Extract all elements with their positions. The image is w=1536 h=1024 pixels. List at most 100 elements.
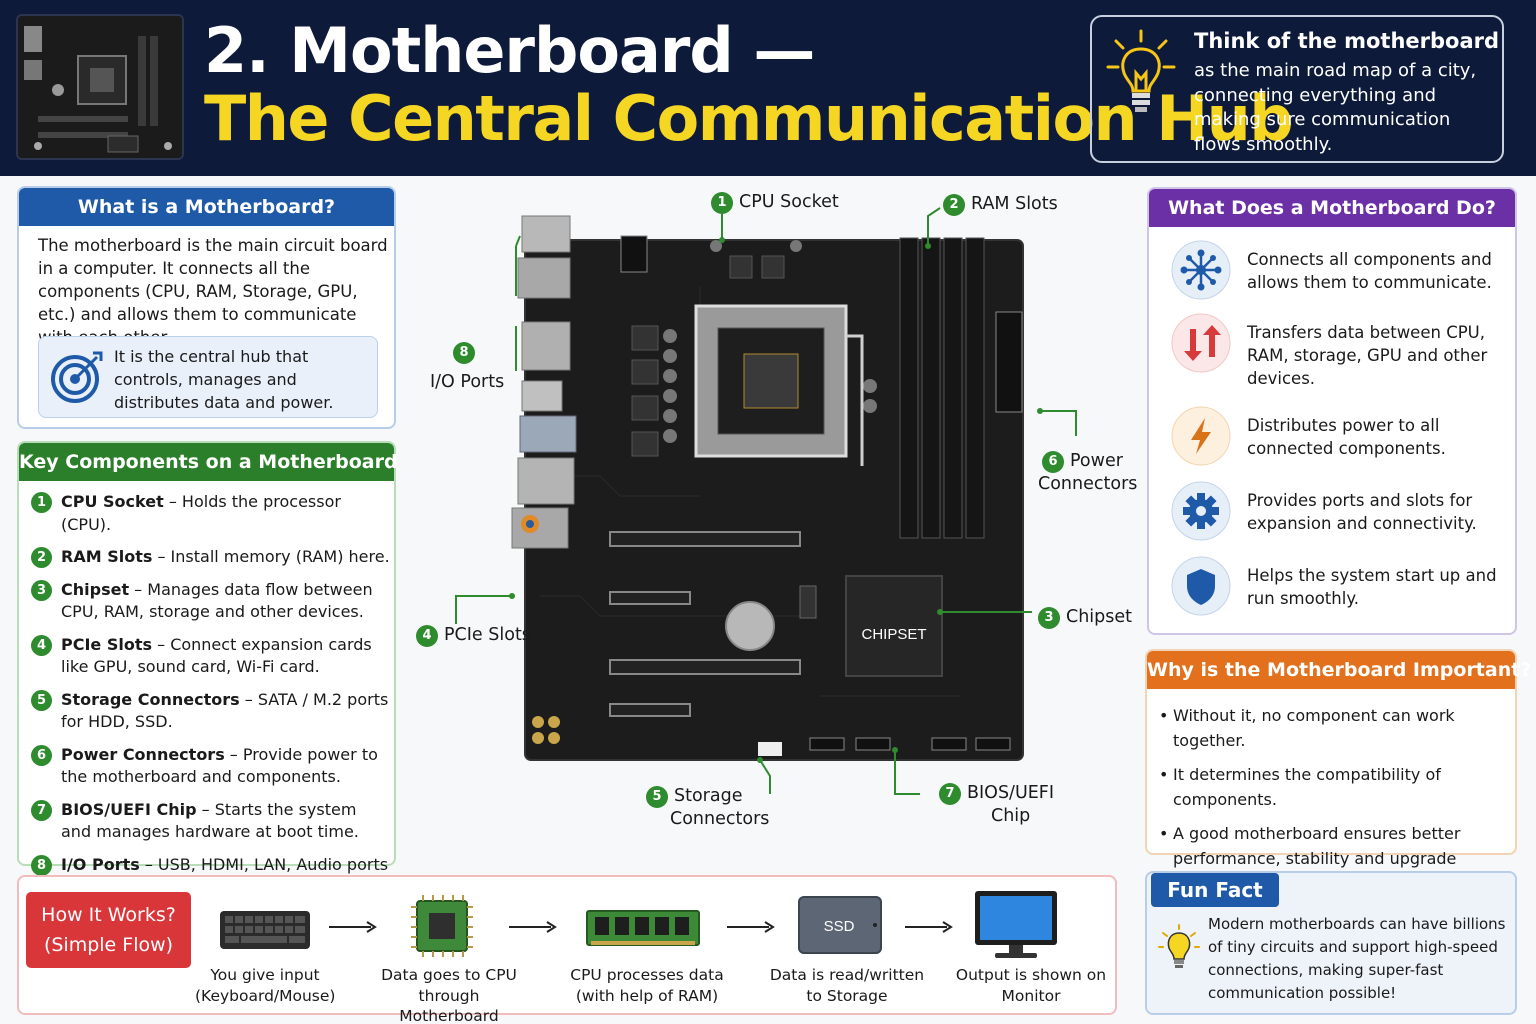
item-name: PCIe Slots	[61, 634, 153, 654]
callout-label: PCIe Slots	[444, 625, 531, 645]
list-item: 6 Power Connectors – Provide power to the…	[31, 744, 391, 789]
callout-storage-connectors: 5 Storage	[646, 785, 742, 808]
item-number: 7	[31, 799, 52, 821]
keyboard-icon	[220, 911, 310, 949]
hub-text: It is the central hub that controls, man…	[114, 347, 334, 412]
tip-body: as the main road map of a city, connecti…	[1194, 60, 1477, 155]
motherboard-diagram: CHIPSET	[455, 207, 1077, 795]
item-desc: – Manages data flow between CPU, RAM, st…	[61, 579, 373, 622]
item-number: 4	[31, 634, 52, 656]
what-is-heading: What is a Motherboard?	[19, 188, 394, 226]
callout-label: Chipset	[1066, 607, 1133, 627]
fun-fact-panel: Fun Fact Modern motherboards can have bi…	[1145, 871, 1517, 1015]
caption-line1: Data goes to CPU	[381, 966, 517, 984]
ssd-label: SSD	[824, 918, 855, 935]
item-desc: – Install memory (RAM) here.	[152, 547, 390, 566]
callout-number: 5	[646, 786, 668, 808]
item-number: 3	[31, 579, 52, 601]
item-text: Connects all components and allows them …	[1247, 250, 1492, 292]
fun-fact-text: Modern motherboards can have billions of…	[1208, 915, 1506, 1002]
item-name: Power Connectors	[61, 744, 225, 764]
list-item: Helps the system start up and run smooth…	[1171, 556, 1511, 620]
header-banner: 2. Motherboard — The Central Communicati…	[0, 0, 1536, 176]
motherboard-icon	[411, 895, 473, 957]
what-is-panel: What is a Motherboard? The motherboard i…	[17, 186, 396, 429]
callout-storage-connectors-line2: Connectors	[670, 809, 770, 829]
flow-step-caption: Output is shown on Monitor	[951, 965, 1111, 1006]
list-item: Transfers data between CPU, RAM, storage…	[1171, 313, 1511, 388]
item-text: Transfers data between CPU, RAM, storage…	[1247, 323, 1488, 388]
item-desc: – SATA / M.2 ports for HDD, SSD.	[61, 689, 389, 732]
callout-pcie-slots: 4 PCIe Slots	[416, 624, 531, 647]
item-number: 6	[31, 744, 52, 766]
gear-icon	[1171, 481, 1231, 541]
io-ports-block	[511, 215, 577, 549]
callout-label: RAM Slots	[971, 194, 1058, 214]
what-does-heading: What Does a Motherboard Do?	[1149, 189, 1515, 227]
ram-slots	[899, 237, 985, 539]
cpu-socket	[694, 304, 864, 466]
arrow-right-icon	[329, 921, 377, 933]
caption-line2: (Keyboard/Mouse)	[195, 986, 336, 1005]
fun-fact-heading: Fun Fact	[1151, 873, 1279, 907]
caption-line1: CPU processes data	[570, 966, 724, 984]
item-number: 1	[31, 492, 52, 513]
caption-line2: to Storage	[806, 986, 888, 1005]
item-desc: – Provide power to the motherboard and c…	[61, 744, 378, 787]
callout-number: 7	[939, 783, 961, 805]
arrow-right-icon	[905, 921, 953, 933]
caption-line2: Monitor	[1001, 986, 1061, 1005]
caption-line1: Output is shown on	[955, 966, 1107, 984]
flow-step-caption: CPU processes data (with help of RAM)	[565, 965, 729, 1006]
flow-step-caption: You give input (Keyboard/Mouse)	[195, 965, 335, 1006]
item-desc: – Holds the processor (CPU).	[61, 492, 341, 534]
callout-io-ports-number: 8	[453, 341, 481, 364]
network-icon	[1171, 240, 1231, 300]
item-number: 8	[31, 854, 52, 876]
item-desc: – Starts the system and manages hardware…	[61, 799, 359, 842]
what-does-panel: What Does a Motherboard Do? Connects all…	[1147, 187, 1517, 635]
caption-line2: (with help of RAM)	[575, 986, 719, 1005]
caption-line1: You give input	[210, 966, 320, 984]
callout-label: Storage	[674, 786, 743, 806]
item-text: Helps the system start up and run smooth…	[1247, 566, 1497, 608]
callout-io-ports: I/O Ports	[430, 372, 505, 392]
callout-number: 4	[416, 625, 438, 647]
item-text: Provides ports and slots for expansion a…	[1247, 491, 1477, 533]
page-title-line2: The Central Communication Hub	[204, 82, 1294, 155]
item-number: 5	[31, 689, 52, 711]
item-name: BIOS/UEFI Chip	[61, 799, 197, 819]
chipset-board-label: CHIPSET	[861, 626, 926, 643]
page-title-line1: 2. Motherboard —	[204, 14, 815, 87]
callout-number: 3	[1038, 607, 1060, 629]
arrow-right-icon	[727, 921, 775, 933]
list-item: Connects all components and allows them …	[1171, 240, 1511, 304]
analogy-tip-box: Think of the motherboard as the main roa…	[1090, 15, 1504, 163]
pcie-slots	[609, 531, 801, 717]
callout-number: 8	[453, 342, 475, 364]
item-number: 2	[31, 547, 52, 568]
ram-icon	[586, 910, 700, 946]
callout-number: 1	[711, 192, 733, 214]
transfer-arrows-icon	[1171, 313, 1231, 373]
tip-heading: Think of the motherboard	[1194, 29, 1500, 53]
ssd-icon: SSD	[798, 896, 882, 954]
callout-label: Power	[1070, 451, 1123, 471]
how-it-works-title: How It Works? (Simple Flow)	[26, 892, 191, 968]
item-name: I/O Ports	[61, 854, 140, 874]
list-item: Distributes power to all connected compo…	[1171, 406, 1511, 470]
arrow-right-icon	[509, 921, 557, 933]
why-important-panel: Why is the Motherboard Important? Withou…	[1145, 649, 1531, 893]
item-text: Distributes power to all connected compo…	[1247, 416, 1446, 458]
list-item: Without it, no component can work togeth…	[1159, 703, 1511, 753]
list-item: Provides ports and slots for expansion a…	[1171, 481, 1511, 545]
